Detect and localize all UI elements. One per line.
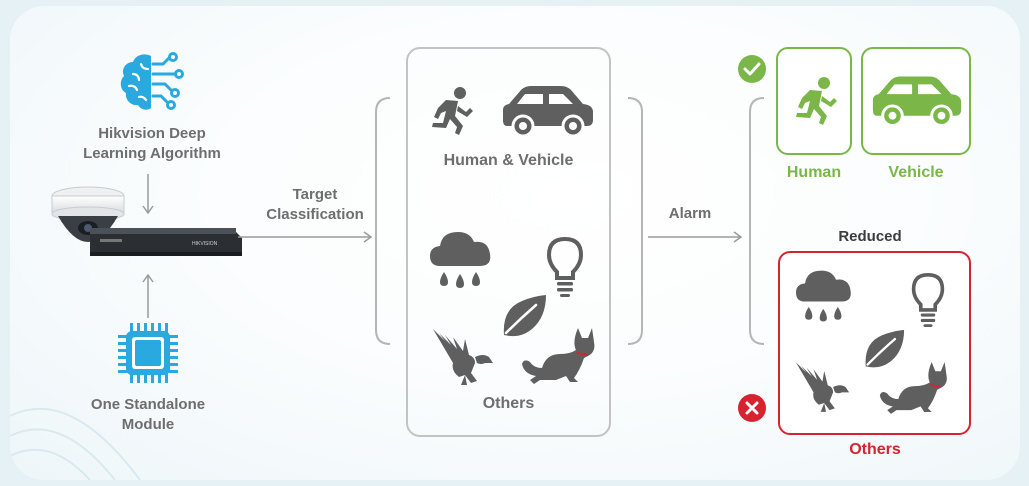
diagram-canvas: Hikvision Deep Learning Algorithm HIKVIS… — [10, 6, 1020, 480]
leaf-icon — [503, 295, 546, 337]
chip-icon — [118, 323, 178, 383]
arrow-right-icon — [238, 231, 373, 243]
alarm-label: Alarm — [668, 205, 712, 222]
arrow-up-icon — [142, 273, 154, 318]
eagle-icon — [795, 362, 850, 412]
eagle-icon — [433, 329, 493, 385]
algorithm-label-line1: Hikvision Deep — [98, 125, 206, 142]
leaf-icon — [865, 329, 905, 368]
arrow-down-icon — [142, 174, 154, 215]
module-label-line2: Module — [121, 416, 175, 433]
algorithm-label-line2: Learning Algorithm — [83, 145, 221, 162]
check-circle-icon — [738, 55, 766, 83]
cat-icon — [879, 362, 947, 414]
left-bracket — [375, 97, 391, 345]
classification-label-line2: Classification — [266, 206, 364, 223]
brain-circuit-icon — [120, 52, 184, 110]
human-label: Human — [786, 164, 842, 181]
result-bracket — [749, 97, 765, 345]
svg-text:HIKVISION: HIKVISION — [192, 241, 218, 247]
right-bracket — [627, 97, 643, 345]
arrow-right-icon — [648, 231, 743, 243]
algorithm-label: Hikvision Deep Learning Algorithm — [72, 124, 232, 164]
decorative-lines — [10, 407, 141, 480]
rain-cloud-icon — [796, 270, 851, 322]
light-bulb-icon — [911, 272, 945, 327]
x-circle-icon — [738, 394, 766, 422]
dome-camera-icon — [51, 186, 125, 242]
light-bulb-icon — [546, 236, 584, 297]
reduced-label: Reduced — [838, 228, 902, 245]
human-vehicle-label: Human & Vehicle — [443, 152, 574, 169]
classification-label-line1: Target — [292, 186, 338, 203]
others-label-result: Others — [849, 441, 901, 458]
cat-icon — [522, 328, 595, 384]
vehicle-label: Vehicle — [888, 164, 944, 181]
module-label-line1: One Standalone — [90, 396, 206, 413]
running-person-icon — [432, 87, 473, 135]
car-icon — [503, 86, 593, 138]
module-label: One Standalone Module — [68, 395, 228, 435]
car-icon — [872, 76, 962, 127]
others-label-middle: Others — [482, 395, 535, 412]
classification-label: Target Classification — [250, 185, 380, 225]
classification-panel — [406, 47, 611, 437]
running-person-icon — [796, 77, 837, 125]
nvr-recorder-icon: HIKVISION — [90, 228, 242, 256]
rain-cloud-icon — [430, 232, 491, 288]
